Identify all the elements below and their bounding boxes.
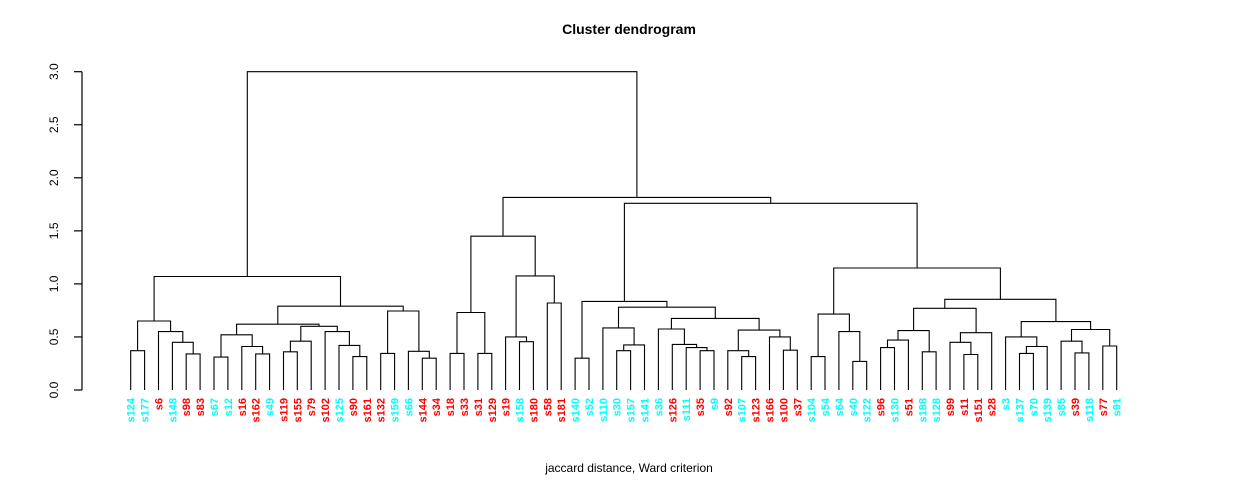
leaf-label: s96 <box>876 398 888 416</box>
leaf-label: s161 <box>362 398 374 422</box>
leaf-label: s11 <box>959 398 971 416</box>
leaf-label: s37 <box>792 398 804 416</box>
y-axis-tick-label: 0.0 <box>47 381 61 398</box>
leaf-label: s79 <box>306 398 318 416</box>
leaf-label: s126 <box>667 398 679 422</box>
leaf-label: s12 <box>223 398 235 416</box>
leaf-label: s128 <box>931 398 943 422</box>
leaf-label: s180 <box>528 398 540 422</box>
leaf-label: s18 <box>445 398 457 416</box>
leaf-label: s85 <box>1056 398 1068 416</box>
leaf-label: s39 <box>1070 398 1082 416</box>
leaf-label: s157 <box>626 398 638 422</box>
leaf-label: s36 <box>653 398 665 416</box>
leaf-label: s139 <box>1042 398 1054 422</box>
leaf-label: s124 <box>126 397 138 422</box>
y-axis-tick-label: 0.5 <box>47 328 61 345</box>
leaf-label: s70 <box>1028 398 1040 416</box>
y-axis-tick-label: 2.0 <box>47 169 61 186</box>
leaf-label: s28 <box>987 398 999 416</box>
y-axis-tick-label: 2.5 <box>47 116 61 133</box>
y-axis-tick-label: 3.0 <box>47 63 61 80</box>
y-axis: 0.0 0.5 1.0 1.5 2.0 2.5 3.0 <box>47 63 83 398</box>
leaf-label: s177 <box>140 398 152 422</box>
leaf-label: s100 <box>778 398 790 422</box>
leaf-label: s155 <box>292 398 304 422</box>
leaf-label: s92 <box>723 398 735 416</box>
leaf-label: s123 <box>751 398 763 422</box>
leaf-label: s66 <box>403 398 415 416</box>
leaf-label: s99 <box>945 398 957 416</box>
leaf-label: s16 <box>237 398 249 416</box>
leaf-label: s19 <box>501 398 513 416</box>
leaf-label: s104 <box>806 397 818 422</box>
leaf-label: s90 <box>348 398 360 416</box>
leaf-label: s40 <box>848 398 860 416</box>
leaf-label: s122 <box>862 398 874 422</box>
leaf-label: s33 <box>459 398 471 416</box>
leaf-label: s30 <box>612 398 624 416</box>
leaf-label: s77 <box>1098 398 1110 416</box>
leaf-label: s3 <box>1001 398 1013 410</box>
chart-title: Cluster dendrogram <box>562 21 696 37</box>
leaf-label: s67 <box>209 398 221 416</box>
leaf-label: s148 <box>167 398 179 422</box>
leaf-label: s159 <box>390 398 402 422</box>
leaf-label: s102 <box>320 398 332 422</box>
leaf-label: s119 <box>279 398 291 422</box>
leaf-label: s158 <box>515 398 527 422</box>
leaf-label: s58 <box>542 398 554 416</box>
leaf-label: s137 <box>1015 398 1027 422</box>
leaf-label: s125 <box>334 398 346 422</box>
y-axis-tick-label: 1.0 <box>47 275 61 292</box>
leaf-label: s141 <box>640 398 652 422</box>
chart-subtitle: jaccard distance, Ward criterion <box>545 461 713 475</box>
leaf-label: s132 <box>376 398 388 422</box>
leaf-label: s35 <box>695 398 707 416</box>
leaf-label: s6 <box>154 398 166 410</box>
leaf-label: s118 <box>1084 398 1096 422</box>
y-axis-tick-label: 1.5 <box>47 222 61 239</box>
leaf-label: s52 <box>584 398 596 416</box>
leaf-label: s107 <box>737 398 749 422</box>
leaf-label: s83 <box>195 398 207 416</box>
leaf-label: s162 <box>251 398 263 422</box>
leaf-label: s166 <box>765 398 777 422</box>
leaf-label: s31 <box>473 398 485 416</box>
leaf-label: s34 <box>431 397 443 416</box>
leaf-label: s98 <box>181 398 193 416</box>
leaf-label: s111 <box>681 398 693 421</box>
leaf-label: s49 <box>265 398 277 416</box>
leaf-label: s188 <box>917 398 929 422</box>
leaf-label: s140 <box>570 398 582 422</box>
leaf-label: s110 <box>598 398 610 422</box>
leaf-label: s51 <box>903 398 915 416</box>
leaf-label: s9 <box>709 398 721 410</box>
leaf-label: s181 <box>556 398 568 422</box>
leaf-label: s130 <box>890 398 902 422</box>
leaf-label: s54 <box>820 397 832 416</box>
leaf-label: s144 <box>417 397 429 422</box>
leaf-label: s64 <box>834 397 846 416</box>
dendrogram-branches <box>130 71 1118 390</box>
leaf-label: s129 <box>487 398 499 422</box>
leaf-label: s151 <box>973 398 985 422</box>
leaf-label: s91 <box>1112 398 1124 416</box>
